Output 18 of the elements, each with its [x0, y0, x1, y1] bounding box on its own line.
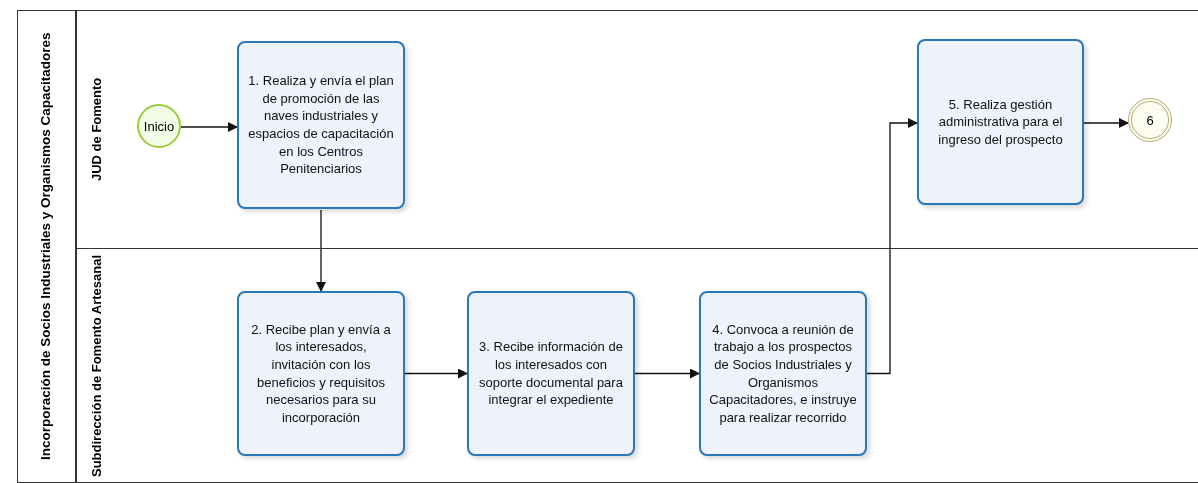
pool	[17, 10, 1198, 483]
arrow	[634, 368, 700, 379]
task-box: 4. Convoca a reunión de trabajo a los prospectos de Socios Industriales y Organismos Capacitadores, e instruye para realizar recorrido	[699, 291, 867, 456]
end-event: 6	[1128, 98, 1172, 142]
arrow	[866, 118, 918, 375]
start-event: Inicio	[137, 104, 181, 148]
arrow	[316, 209, 326, 292]
lane-label: Subdirección de Fomento Artesanal	[76, 249, 118, 483]
arrow	[180, 122, 238, 132]
arrow	[404, 368, 468, 379]
lane-label: JUD de Fomento	[76, 10, 118, 248]
task-box: 1. Realiza y envía el plan de promoción de las naves industriales y espacios de capacitación en los Centros Penitenciarios	[237, 41, 405, 209]
arrow	[1083, 118, 1129, 128]
swimlane	[75, 248, 1198, 483]
task-box: 2. Recibe plan y envía a los interesados, invitación con los beneficios y requisitos necesarios para su incorporación	[237, 291, 405, 456]
task-box: 3. Recibe información de los interesados con soporte documental para integrar el expediente	[467, 291, 635, 456]
task-box: 5. Realiza gestión administrativa para el ingreso del prospecto	[917, 39, 1084, 205]
pool-title: Incorporación de Socios Industriales y Organismos Capacitadores	[37, 31, 55, 463]
